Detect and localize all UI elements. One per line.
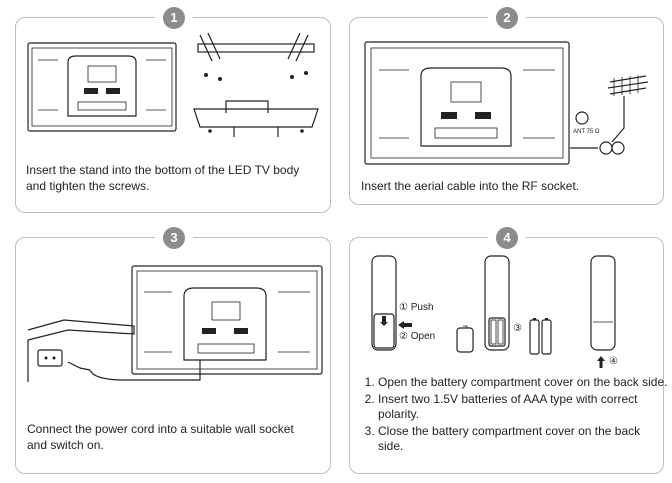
step-2-badge-wrap: 2: [488, 5, 526, 31]
step-3-badge-wrap: 3: [155, 225, 193, 251]
instruction-item: Insert two 1.5V batteries of AAA type wi…: [378, 392, 668, 422]
step-3-caption-line-1: Connect the power cord into a suitable w…: [27, 422, 294, 436]
step-1-caption-line-1: Insert the stand into the bottom of the …: [26, 163, 300, 177]
tv-back-illustration-3: [131, 265, 323, 375]
step-2-caption: Insert the aerial cable into the RF sock…: [361, 178, 656, 194]
remote-closed-illustration: [590, 255, 616, 351]
step-1-badge: 1: [163, 7, 185, 29]
step-3-badge: 3: [163, 227, 185, 249]
stand-legs-illustration: [193, 32, 319, 137]
instruction-item: Open the battery compartment cover on th…: [378, 375, 668, 390]
batteries-step-label: ③: [513, 323, 522, 334]
step-3-caption-line-2: and switch on.: [27, 438, 104, 452]
tv-back-illustration-1: [27, 42, 177, 132]
step-2-caption-line-1: Insert the aerial cable into the RF sock…: [361, 179, 580, 193]
remote-open-illustration: [371, 255, 397, 351]
tv-back-illustration-2: [364, 41, 570, 165]
step-3-panel: [15, 237, 331, 474]
ant-socket-label: ANT 75 Ω: [573, 129, 600, 135]
aerial-antenna-illustration: [570, 75, 649, 155]
step-4-instructions: Open the battery compartment cover on th…: [362, 375, 668, 456]
close-arrow-icon: [597, 356, 605, 368]
step-4-badge-wrap: 4: [488, 225, 526, 251]
step-3-caption: Connect the power cord into a suitable w…: [27, 421, 327, 453]
wall-socket-illustration: [27, 319, 201, 382]
instruction-item: Close the battery compartment cover on t…: [378, 424, 668, 454]
remote-battery-illustration: [484, 255, 510, 351]
step-1-caption-line-2: and tighten the screws.: [26, 179, 150, 193]
step-1-badge-wrap: 1: [155, 5, 193, 31]
open-label: ② Open: [399, 331, 436, 342]
step-1-caption: Insert the stand into the bottom of the …: [26, 162, 326, 194]
step-4-badge: 4: [496, 227, 518, 249]
step-4-panel: [349, 237, 664, 474]
close-step-label: ④: [609, 356, 618, 367]
open-arrow-icon: [398, 321, 412, 329]
cover-illustration: [456, 325, 474, 353]
batteries-illustration: [529, 318, 552, 355]
step-2-badge: 2: [496, 7, 518, 29]
push-label: ① Push: [399, 302, 434, 313]
